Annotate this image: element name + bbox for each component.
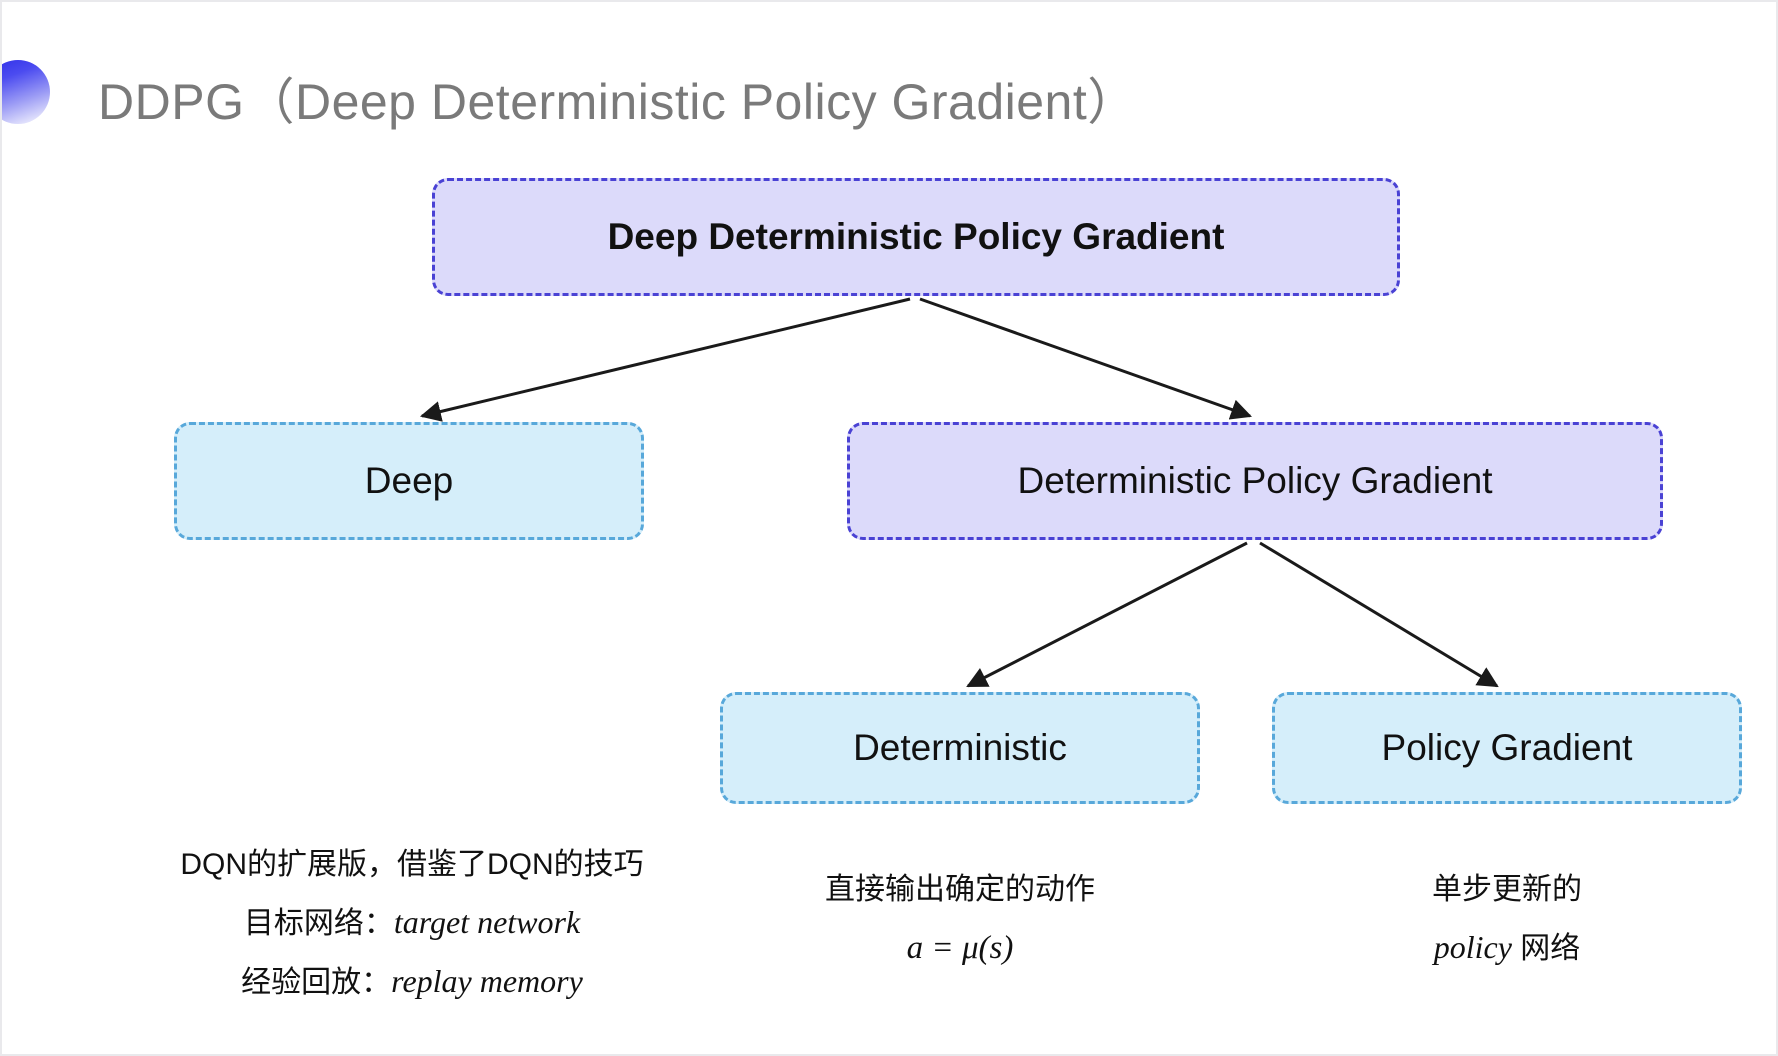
caption-deterministic-formula: a = μ(s): [906, 929, 1014, 966]
node-deterministic[interactable]: Deterministic: [720, 692, 1200, 804]
node-deep-deterministic-policy-gradient[interactable]: Deep Deterministic Policy Gradient: [432, 178, 1400, 296]
caption-deep-line1: DQN的扩展版，借鉴了DQN的技巧: [180, 848, 644, 881]
gradient-circle-icon: [2, 60, 50, 124]
node-policy-gradient[interactable]: Policy Gradient: [1272, 692, 1742, 804]
caption-deterministic: 直接输出确定的动作 a = μ(s): [720, 862, 1200, 979]
arrow-root-to-deep: [419, 297, 911, 422]
caption-deterministic-line1: 直接输出确定的动作: [825, 873, 1095, 906]
caption-policy-gradient: 单步更新的 policy 网络: [1272, 862, 1742, 977]
caption-deep-line2-label: 目标网络：: [243, 906, 394, 940]
caption-deep-line2: 目标网络：target network: [147, 893, 677, 952]
caption-policy-line2-term: policy: [1433, 928, 1512, 965]
caption-deep-line3-label: 经验回放：: [241, 965, 392, 999]
caption-policy-line2-suffix: 网络: [1511, 931, 1581, 965]
caption-deep-line3: 经验回放：replay memory: [147, 952, 677, 1011]
caption-deep-line3-term: replay memory: [391, 962, 583, 999]
arrow-dpg-to-policy-gradient: [1259, 541, 1499, 688]
page-title: DDPG（Deep Deterministic Policy Gradient）: [98, 74, 1138, 130]
caption-policy-line1: 单步更新的: [1432, 873, 1582, 906]
caption-deep: DQN的扩展版，借鉴了DQN的技巧 目标网络：target network 经验…: [147, 837, 677, 1011]
node-deterministic-policy-gradient[interactable]: Deterministic Policy Gradient: [847, 422, 1663, 540]
caption-policy-line2: policy 网络: [1272, 918, 1742, 977]
node-deep[interactable]: Deep: [174, 422, 644, 540]
caption-deep-line2-term: target network: [393, 903, 581, 940]
arrow-root-to-dpg: [919, 297, 1252, 420]
arrow-dpg-to-deterministic: [966, 541, 1248, 688]
